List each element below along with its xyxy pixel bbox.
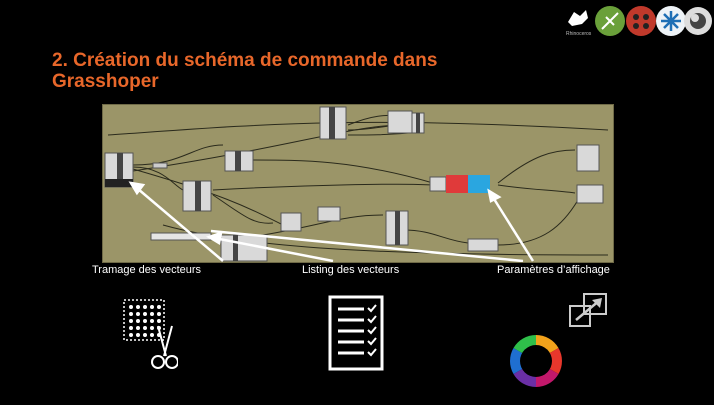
- rhino-logo-icon: Rhinoceros: [566, 10, 592, 37]
- slide-title-line-2: Grasshoper: [52, 71, 159, 92]
- caption-parametres: Paramètres d’affichage: [497, 264, 610, 276]
- butterfly-logo-icon: [684, 7, 712, 35]
- caption-tramage: Tramage des vecteurs: [92, 264, 202, 276]
- grasshopper-logo-icon: [595, 6, 625, 36]
- logos-strip: Rhinoceros: [566, 6, 712, 37]
- slide-title: 2. Création du schéma de commande dans G…: [52, 50, 572, 92]
- annotation-arrows: [128, 181, 535, 262]
- resize-arrow-icon: [569, 293, 607, 327]
- node-boxes: [104, 106, 604, 262]
- grasshopper-canvas: [102, 104, 614, 263]
- color-wheel-icon: [510, 335, 562, 387]
- checklist-icon: [328, 295, 384, 371]
- ladybug-logo-icon: [626, 6, 656, 36]
- honeybee-logo-icon: [656, 6, 686, 36]
- caption-listing: Listing des vecteurs: [302, 264, 400, 276]
- rhino-logo-text: Rhinoceros: [566, 31, 592, 37]
- grasshopper-node-graph: [104, 106, 609, 262]
- slide-title-line-1: 2. Création du schéma de commande dans: [52, 50, 438, 71]
- grid-scissors-icon: [123, 299, 178, 369]
